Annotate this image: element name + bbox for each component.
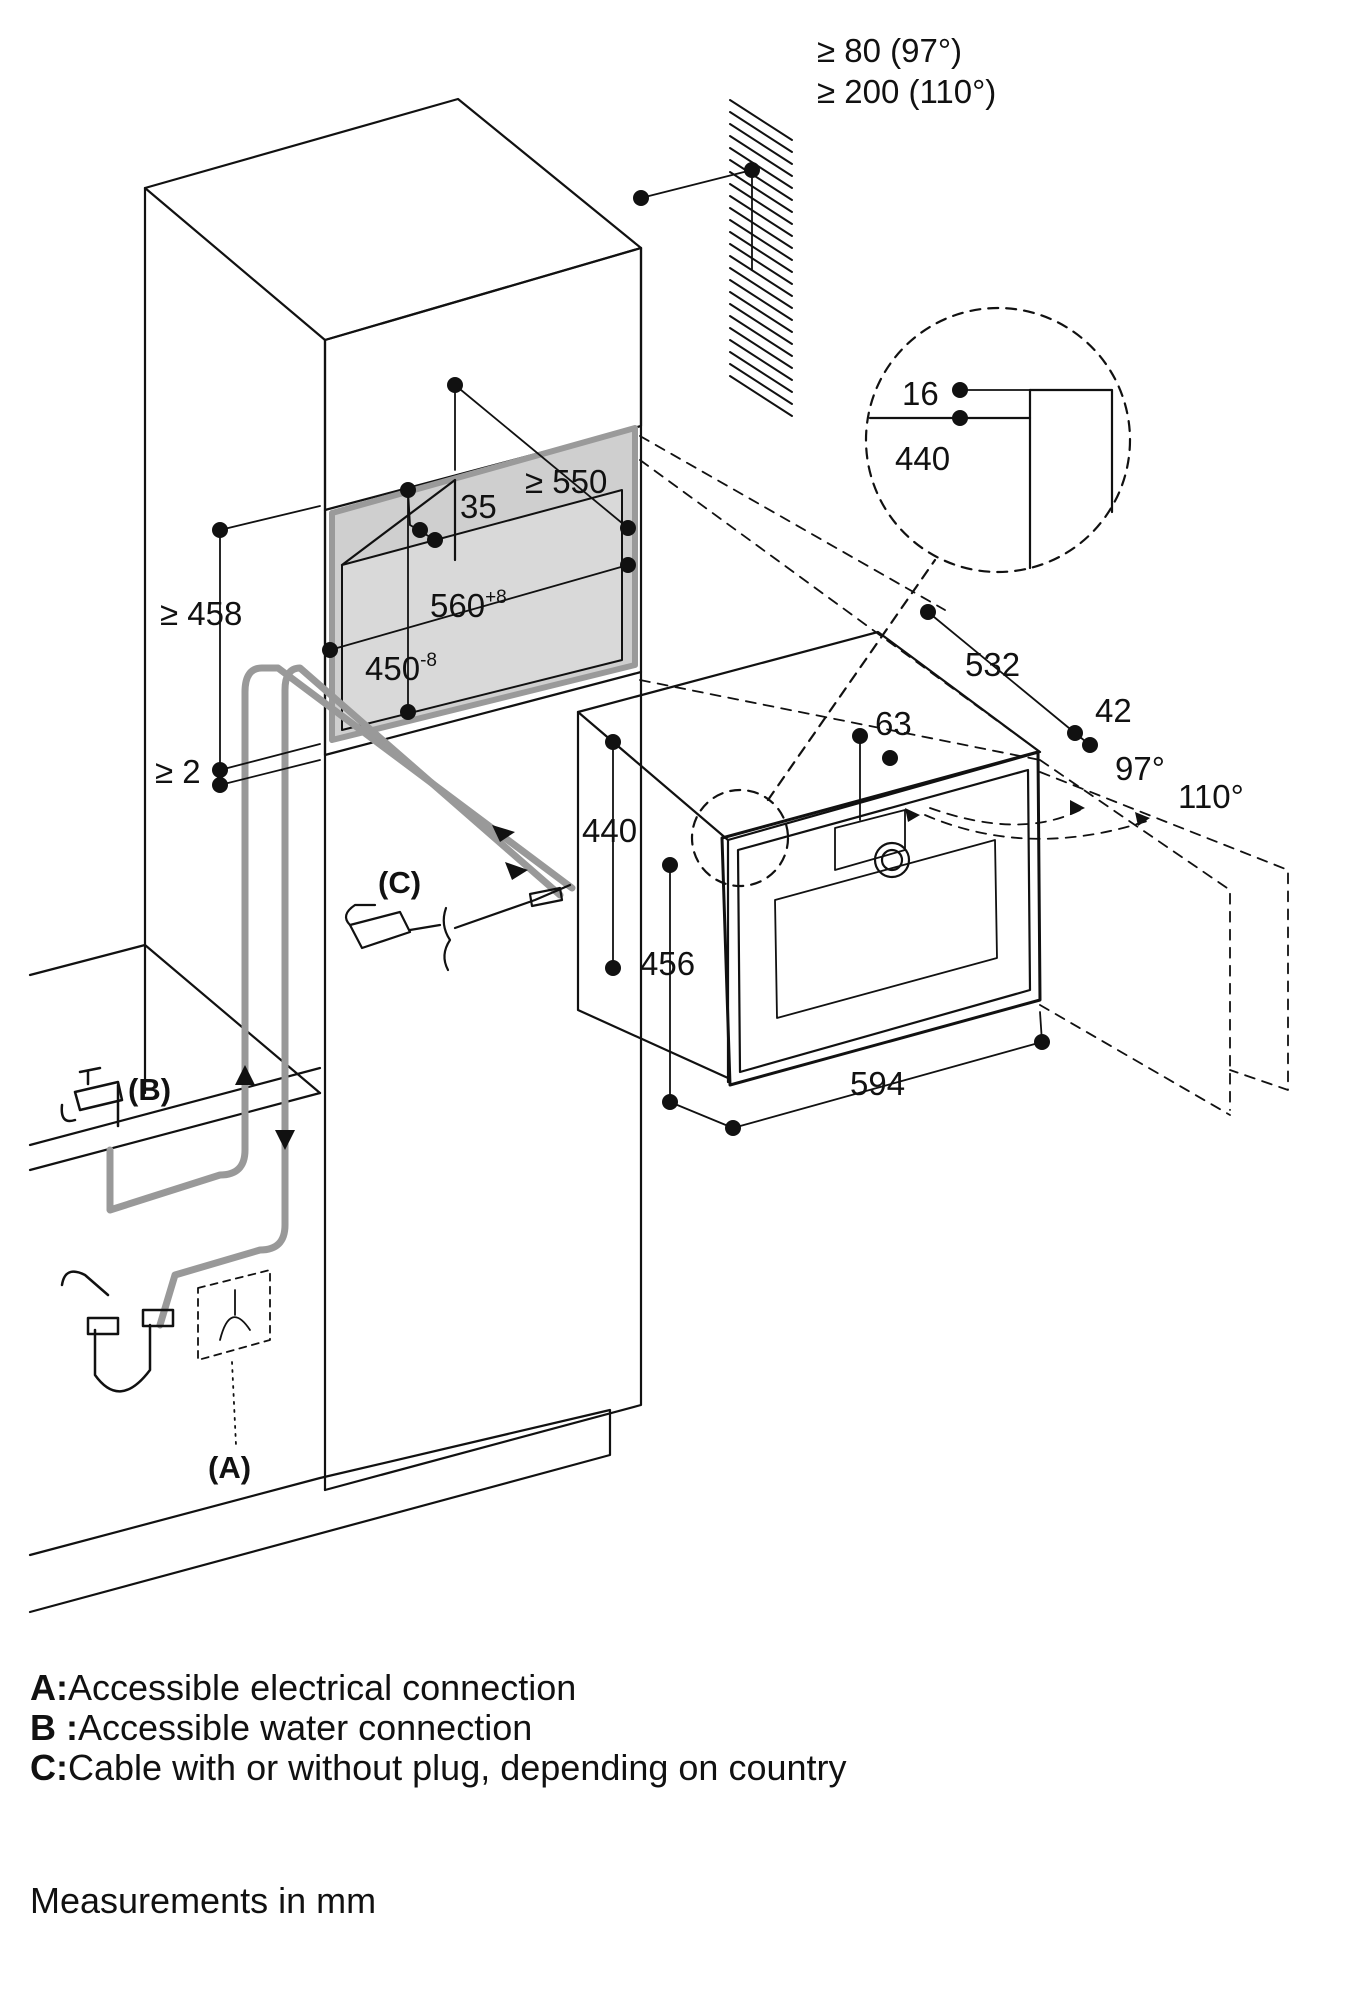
ventilation-label-1: ≥ 80 (97°) [817, 32, 962, 69]
legend-key-a: A: [30, 1667, 68, 1708]
dim-42: 42 [1095, 692, 1132, 729]
hoses [106, 664, 576, 1329]
electrical-socket [197, 1269, 271, 1446]
legend-key-c: C: [30, 1747, 68, 1788]
dim-2: ≥ 2 [155, 753, 201, 790]
tall-cabinet [143, 97, 643, 1492]
dim-458: ≥ 458 [160, 595, 242, 632]
dim-16: 16 [902, 375, 939, 412]
dim-532: 532 [965, 646, 1020, 683]
power-plug [344, 883, 572, 972]
flow-arrows [235, 800, 1150, 1150]
label-b: (B) [128, 1072, 171, 1107]
legend: A:Accessible electrical connection B :Ac… [30, 1668, 847, 1788]
label-a: (A) [208, 1450, 251, 1485]
dim-63: 63 [875, 705, 912, 742]
oven-appliance [576, 630, 1042, 1087]
dimension-dots [212, 162, 1098, 1136]
legend-text-c: Cable with or without plug, depending on… [68, 1747, 847, 1788]
ventilation-grille [729, 99, 793, 417]
dim-450: 450-8 [365, 650, 437, 687]
label-c: (C) [378, 865, 421, 900]
dim-35: 35 [460, 488, 497, 525]
water-tap [60, 1066, 124, 1128]
legend-text-b: Accessible water connection [78, 1707, 533, 1748]
dimension-lines [219, 169, 1091, 1129]
dim-440-detail: 440 [895, 440, 950, 477]
dim-594: 594 [850, 1065, 905, 1102]
dimension-labels: ≥ 80 (97°) ≥ 200 (110°) 16 440 ≥ 550 35 … [128, 32, 1244, 1485]
legend-row-c: C:Cable with or without plug, depending … [30, 1748, 847, 1788]
countertop [28, 943, 612, 1614]
dim-97-deg: 97° [1115, 750, 1165, 787]
drain-trap [60, 1270, 175, 1393]
dim-560: 560+8 [430, 587, 507, 624]
legend-key-b: B : [30, 1707, 78, 1748]
legend-text-a: Accessible electrical connection [68, 1667, 577, 1708]
dim-110-deg: 110° [1178, 778, 1244, 815]
installation-diagram: ≥ 80 (97°) ≥ 200 (110°) 16 440 ≥ 550 35 … [28, 32, 1289, 1614]
dim-440-side: 440 [582, 812, 637, 849]
ventilation-label-2: ≥ 200 (110°) [817, 73, 996, 110]
legend-row-a: A:Accessible electrical connection [30, 1668, 847, 1708]
dim-550: ≥ 550 [525, 463, 607, 500]
dim-456: 456 [640, 945, 695, 982]
units-note: Measurements in mm [30, 1880, 377, 1921]
detail-callout [690, 306, 1132, 888]
door-swing [639, 435, 1289, 1116]
legend-row-b: B :Accessible water connection [30, 1708, 847, 1748]
